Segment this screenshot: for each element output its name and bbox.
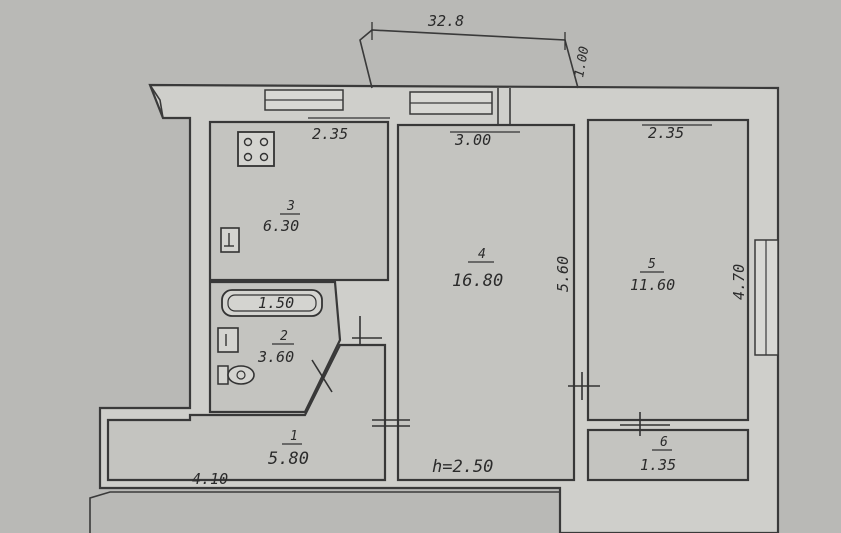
dim-middle-width: 3.00 — [454, 131, 491, 149]
svg-text:3.60: 3.60 — [257, 348, 294, 366]
right-window — [754, 239, 779, 356]
living-room — [396, 123, 576, 482]
dimension-ticks — [308, 22, 712, 133]
dim-right-width: 2.35 — [648, 124, 684, 142]
storage-room — [586, 428, 750, 482]
svg-text:5: 5 — [648, 257, 656, 272]
svg-text:2: 2 — [280, 329, 288, 344]
dim-corridor: 4.10 — [192, 470, 228, 488]
svg-text:16.80: 16.80 — [452, 271, 503, 291]
kitchen-window — [264, 89, 344, 111]
middle-window — [409, 91, 493, 115]
ceiling-height: h=2.50 — [432, 457, 493, 477]
svg-text:1.35: 1.35 — [640, 456, 676, 474]
bedroom-room — [586, 118, 750, 422]
dim-top-overall: 32.8 — [427, 12, 464, 30]
room-label-kitchen: 3 6.30 — [263, 199, 300, 235]
facade-line — [89, 491, 560, 533]
toilet-icon — [217, 365, 255, 385]
room-label-bathroom: 2 3.60 — [257, 329, 294, 366]
kitchen-room — [208, 120, 390, 282]
room-label-hall: 1 5.80 — [268, 429, 309, 469]
bathtub-icon — [221, 289, 323, 317]
room-label-storage: 6 1.35 — [640, 435, 676, 474]
door-marks — [311, 316, 670, 436]
dim-top-right: 1.00 — [572, 45, 592, 79]
svg-text:11.60: 11.60 — [630, 276, 675, 294]
left-break — [149, 84, 164, 119]
room-label-living: 4 16.80 — [452, 247, 503, 291]
dim-room5-depth: 4.70 — [730, 264, 748, 300]
balcony-door — [497, 88, 511, 125]
svg-text:6.30: 6.30 — [263, 217, 299, 235]
room-label-bedroom: 5 11.60 — [630, 257, 675, 294]
kitchen-sink-icon — [220, 227, 240, 253]
stove-icon — [237, 131, 275, 167]
balcony-outline — [359, 29, 579, 89]
svg-text:6: 6 — [660, 435, 668, 450]
dim-bathtub: 1.50 — [258, 294, 294, 312]
svg-text:1: 1 — [290, 429, 298, 444]
dim-kitchen-width: 2.35 — [312, 125, 348, 143]
svg-text:4: 4 — [478, 247, 486, 262]
svg-text:3: 3 — [286, 199, 295, 214]
washbasin-icon — [217, 327, 239, 353]
hall-room — [106, 343, 387, 482]
dim-room4-depth: 5.60 — [554, 256, 572, 292]
svg-text:5.80: 5.80 — [268, 449, 309, 469]
